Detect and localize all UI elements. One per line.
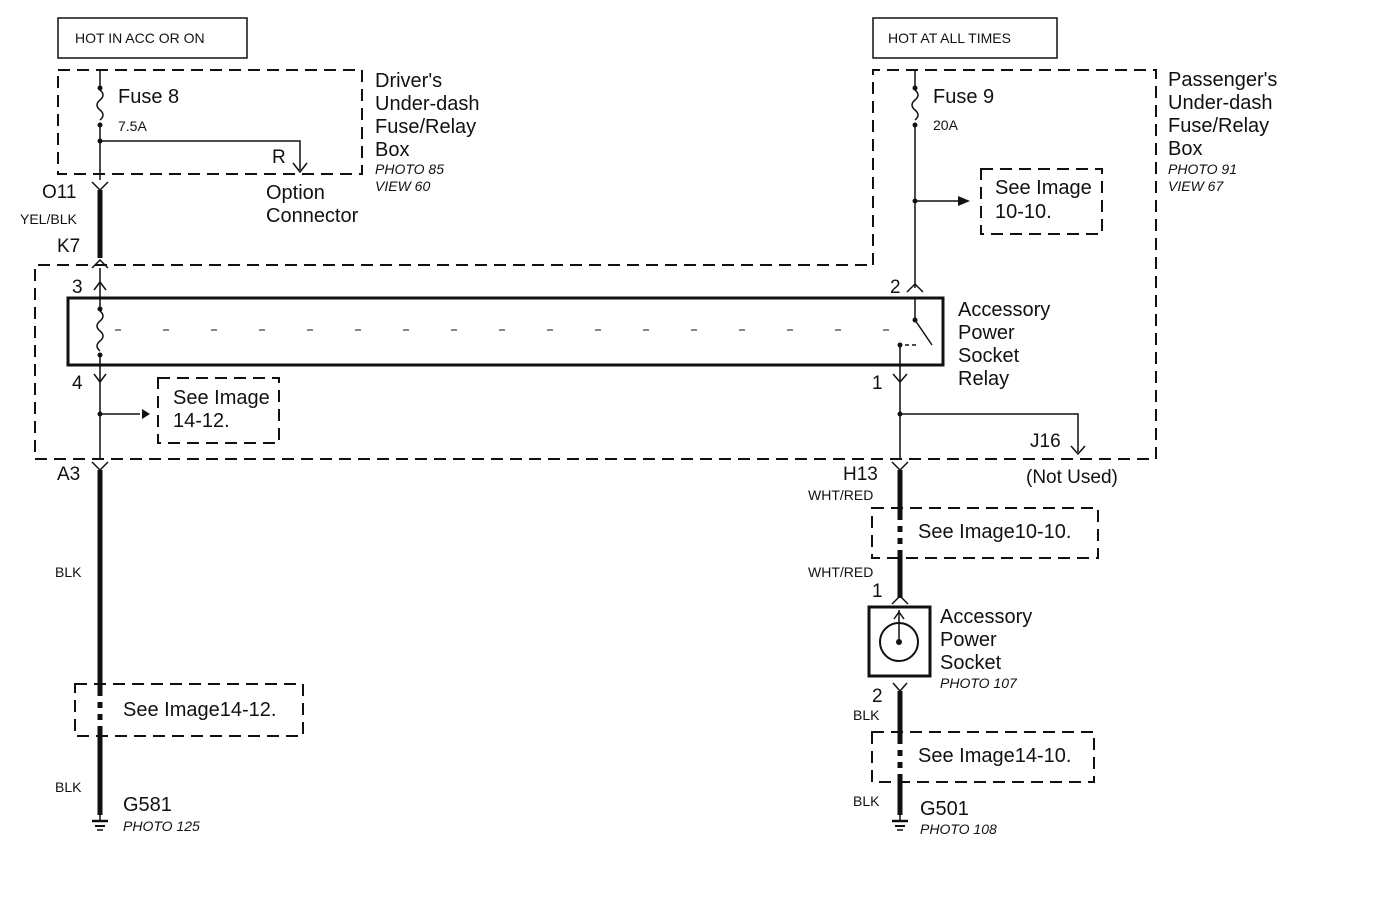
svg-text:K7: K7 [57, 236, 80, 257]
svg-text:Power: Power [958, 322, 1015, 344]
svg-text:See Image14-10.: See Image14-10. [918, 745, 1071, 767]
see-image-14-12-ref-b[interactable]: See Image14-12. [74, 683, 304, 737]
svg-text:20A: 20A [933, 117, 959, 133]
svg-text:2: 2 [890, 277, 901, 298]
svg-text:14-12.: 14-12. [173, 410, 230, 432]
ground-g501: G501 PHOTO 108 [892, 798, 997, 837]
svg-text:Accessory: Accessory [940, 606, 1032, 628]
wire-label-blk-right-1: BLK [853, 707, 880, 723]
left-supply-label: HOT IN ACC OR ON [57, 17, 248, 59]
wire-label-blk-right-2: BLK [853, 793, 880, 809]
svg-text:G581: G581 [123, 794, 172, 816]
see-image-14-10-ref[interactable]: See Image14-10. [871, 731, 1095, 783]
svg-text:HOT AT ALL TIMES: HOT AT ALL TIMES [888, 30, 1011, 46]
svg-text:PHOTO 108: PHOTO 108 [920, 821, 997, 837]
svg-text:See Image10-10.: See Image10-10. [918, 521, 1071, 543]
svg-text:H13: H13 [843, 464, 878, 485]
wire-label-blk-left-2: BLK [55, 779, 82, 795]
svg-text:Box: Box [1168, 138, 1202, 160]
svg-text:G501: G501 [920, 798, 969, 820]
svg-text:Option: Option [266, 182, 325, 204]
see-image-10-10-ref-b[interactable]: See Image10-10. [871, 507, 1099, 559]
option-connector-branch: R Option Connector [100, 140, 359, 227]
svg-text:A3: A3 [57, 464, 80, 485]
svg-text:See Image: See Image [173, 387, 270, 409]
socket-pin-1: 1 [872, 581, 909, 605]
relay-pin-1: 1 [872, 365, 908, 458]
svg-text:Fuse/Relay: Fuse/Relay [375, 116, 476, 138]
passengers-fuse-box-label: Passenger's Under-dash Fuse/Relay Box PH… [1168, 69, 1277, 194]
svg-text:Fuse 9: Fuse 9 [933, 86, 994, 108]
relay-pin-2: 2 [890, 277, 924, 298]
svg-text:Connector: Connector [266, 205, 359, 227]
right-supply-label: HOT AT ALL TIMES [872, 17, 1058, 59]
svg-text:Box: Box [375, 139, 409, 161]
relay-coil [96, 298, 104, 365]
drivers-fuse-box-outline [57, 69, 363, 175]
wire-label-yel-blk: YEL/BLK [20, 211, 77, 227]
svg-text:PHOTO 91: PHOTO 91 [1168, 161, 1237, 177]
svg-text:Socket: Socket [940, 652, 1002, 674]
svg-text:Fuse/Relay: Fuse/Relay [1168, 115, 1269, 137]
svg-text:Driver's: Driver's [375, 70, 442, 92]
svg-text:Passenger's: Passenger's [1168, 69, 1277, 91]
see-image-14-12-ref-a[interactable]: See Image 14-12. [157, 377, 280, 444]
svg-text:Fuse 8: Fuse 8 [118, 86, 179, 108]
relay-pin-3: 3 [72, 268, 107, 298]
passengers-fuse-box-outline [34, 69, 1157, 460]
svg-text:Accessory: Accessory [958, 299, 1050, 321]
svg-text:R: R [272, 147, 286, 168]
svg-text:7.5A: 7.5A [118, 118, 147, 134]
svg-text:O11: O11 [42, 182, 77, 203]
drivers-fuse-box-label: Driver's Under-dash Fuse/Relay Box PHOTO… [375, 70, 480, 194]
svg-text:2: 2 [872, 686, 883, 707]
svg-text:3: 3 [72, 277, 83, 298]
svg-text:PHOTO 107: PHOTO 107 [940, 675, 1018, 691]
svg-text:1: 1 [872, 373, 883, 394]
svg-text:Relay: Relay [958, 368, 1009, 390]
svg-text:PHOTO 85: PHOTO 85 [375, 161, 444, 177]
see-image-10-10-ref-a[interactable]: See Image 10-10. [980, 168, 1103, 235]
ground-g581: G581 PHOTO 125 [92, 794, 200, 834]
branch-arrow-see-14-12 [100, 409, 150, 419]
svg-text:Under-dash: Under-dash [1168, 92, 1273, 114]
relay-pin-4: 4 [72, 365, 107, 458]
branch-to-j16: J16 (Not Used) [900, 413, 1118, 488]
svg-text:VIEW 60: VIEW 60 [375, 178, 430, 194]
wire-label-wht-red-1: WHT/RED [808, 487, 873, 503]
fuse-9: Fuse 9 20A [911, 70, 994, 288]
wire-label-wht-red-2: WHT/RED [808, 564, 873, 580]
relay-label: Accessory Power Socket Relay [958, 299, 1050, 390]
svg-text:1: 1 [872, 581, 883, 602]
relay-switch [897, 298, 933, 365]
svg-text:PHOTO 125: PHOTO 125 [123, 818, 200, 834]
svg-text:See Image14-12.: See Image14-12. [123, 699, 276, 721]
svg-text:10-10.: 10-10. [995, 201, 1052, 223]
fuse-8: Fuse 8 7.5A [96, 70, 179, 180]
accessory-power-socket: Accessory Power Socket PHOTO 107 [867, 605, 1032, 691]
svg-text:(Not Used): (Not Used) [1026, 467, 1118, 488]
svg-text:4: 4 [72, 373, 83, 394]
branch-arrow-see-10-10 [915, 196, 970, 206]
accessory-power-socket-relay [66, 296, 945, 367]
wire-label-blk-left-1: BLK [55, 564, 82, 580]
svg-text:Socket: Socket [958, 345, 1020, 367]
svg-text:Power: Power [940, 629, 997, 651]
svg-text:J16: J16 [1030, 431, 1061, 452]
svg-text:HOT IN ACC OR ON: HOT IN ACC OR ON [75, 30, 205, 46]
svg-text:See Image: See Image [995, 177, 1092, 199]
svg-text:Under-dash: Under-dash [375, 93, 480, 115]
svg-text:VIEW 67: VIEW 67 [1168, 178, 1224, 194]
